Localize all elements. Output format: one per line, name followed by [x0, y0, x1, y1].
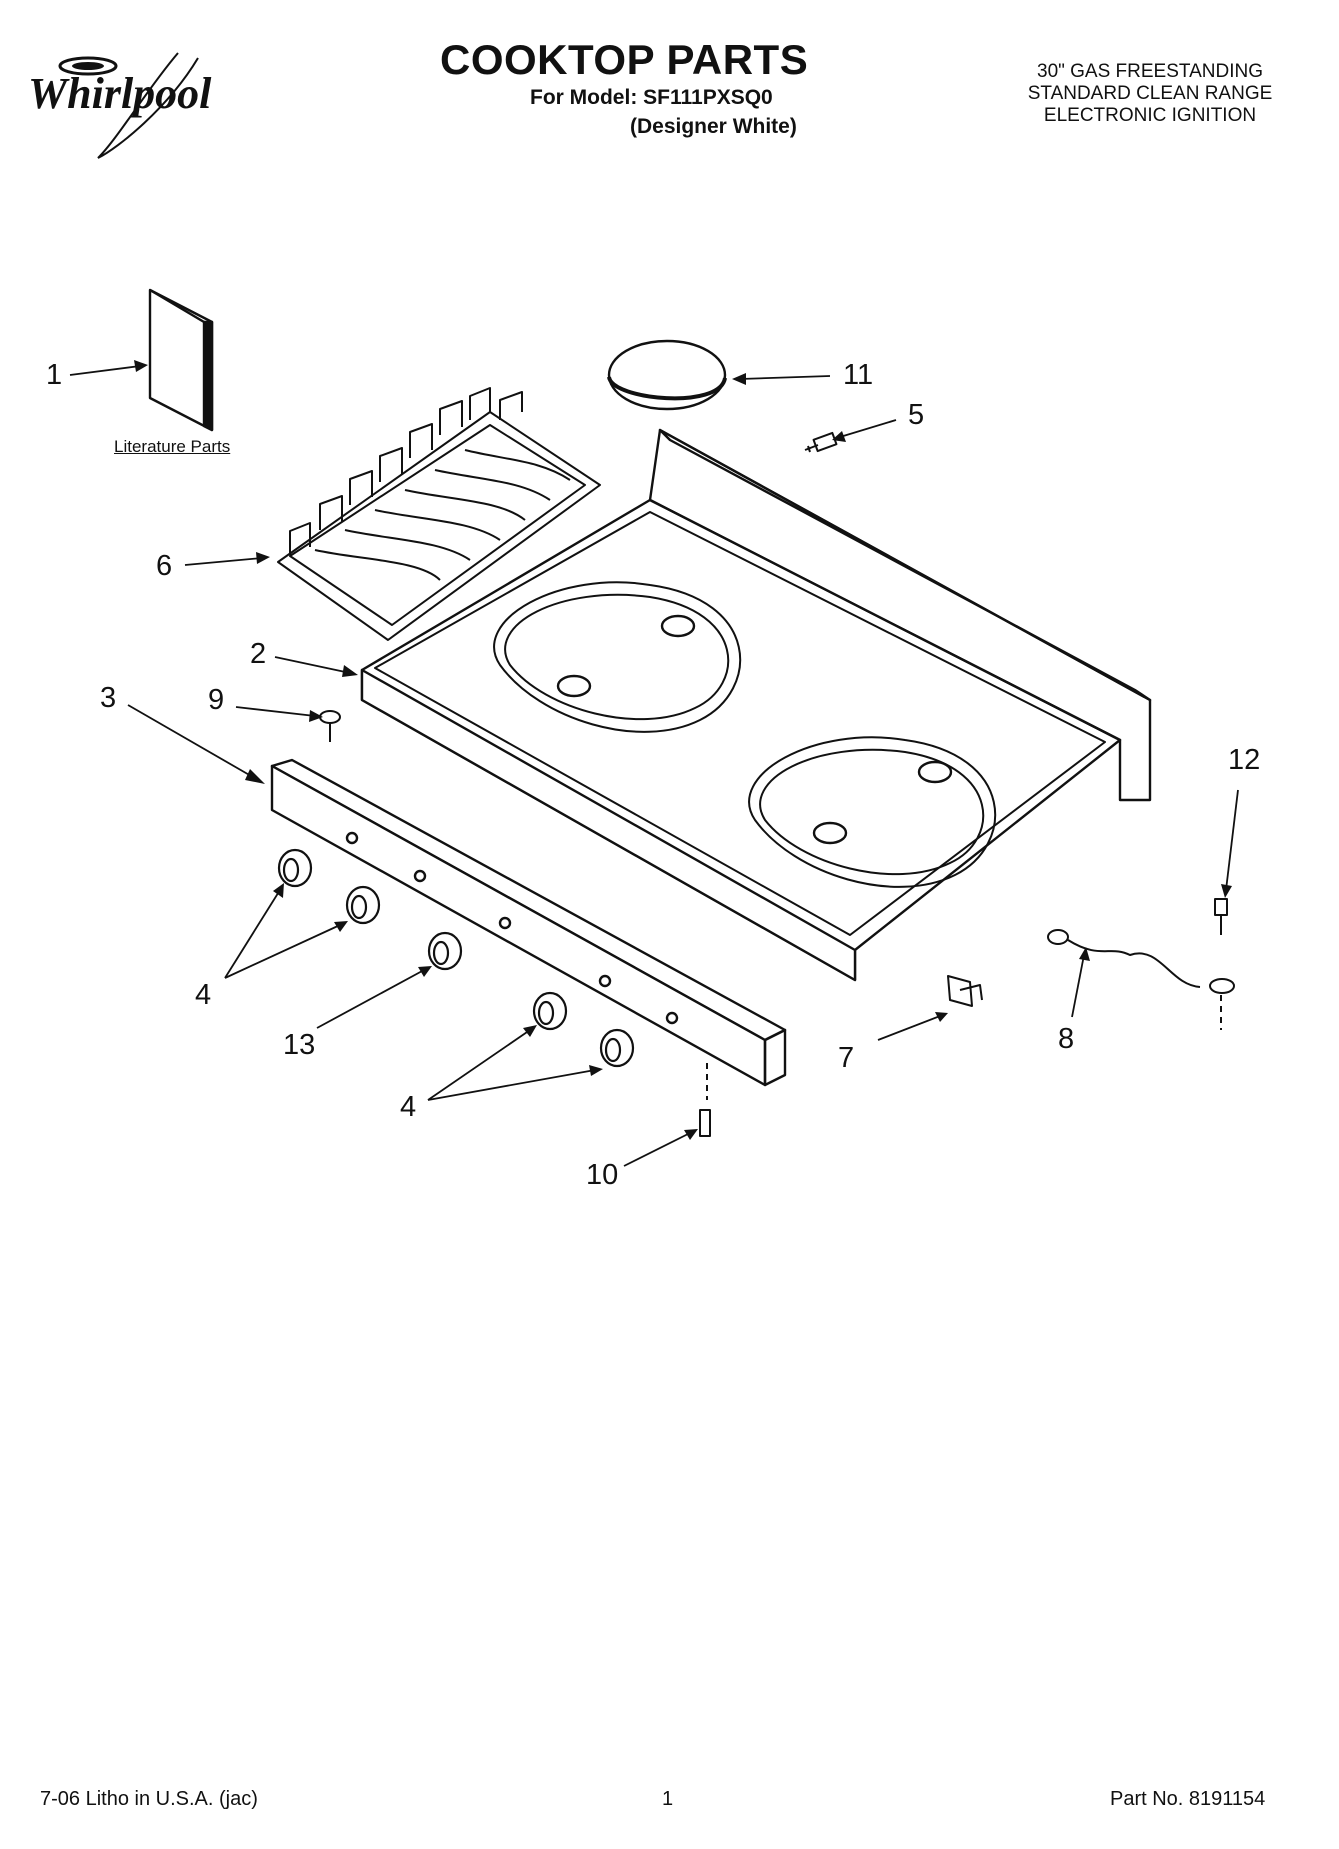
literature-booklet: [148, 288, 214, 432]
screw-10: [699, 1063, 711, 1137]
ground-wire: [1047, 929, 1235, 994]
bracket-clip: [947, 975, 983, 1007]
screw-12: [1214, 898, 1228, 1030]
model-variant: (Designer White): [630, 115, 797, 138]
whirlpool-logo: Whirlpool: [28, 48, 268, 168]
callout-13: 13: [283, 1029, 316, 1061]
control-panel: [270, 758, 787, 1087]
literature-parts-label: Literature Parts: [114, 437, 231, 456]
part-number: Part No. 8191154: [1110, 1788, 1266, 1810]
callout-4-lower: 4: [400, 1091, 417, 1123]
callout-8: 8: [1058, 1023, 1075, 1055]
page-title: COOKTOP PARTS: [440, 36, 809, 83]
svg-text:Whirlpool: Whirlpool: [28, 69, 212, 118]
burner-grate: [277, 387, 601, 641]
control-knobs: [277, 848, 635, 1068]
model-number: For Model: SF111PXSQ0: [530, 86, 773, 109]
callout-9: 9: [208, 684, 225, 716]
callout-1: 1: [46, 359, 63, 391]
litho-note: 7-06 Litho in U.S.A. (jac): [40, 1788, 258, 1810]
callout-7: 7: [838, 1042, 855, 1074]
callout-11: 11: [843, 359, 874, 391]
description-line-1: 30" GAS FREESTANDING: [1037, 61, 1263, 82]
callout-5: 5: [908, 399, 925, 431]
cooktop-surface: [360, 428, 1152, 982]
arrowheads: [134, 360, 1232, 1140]
callout-4-upper: 4: [195, 979, 212, 1011]
burner-cap: [607, 339, 727, 411]
callout-6: 6: [156, 550, 173, 582]
callout-10: 10: [586, 1159, 619, 1191]
leader-lines: [69, 365, 1239, 1167]
callout-3: 3: [100, 682, 117, 714]
page-number: 1: [662, 1788, 674, 1810]
description-line-3: ELECTRONIC IGNITION: [1043, 105, 1257, 126]
screw-9: [319, 710, 341, 742]
screw-5: [804, 431, 838, 453]
description-line-2: STANDARD CLEAN RANGE: [1027, 83, 1273, 104]
callout-2: 2: [250, 638, 267, 670]
callout-12: 12: [1228, 744, 1261, 776]
